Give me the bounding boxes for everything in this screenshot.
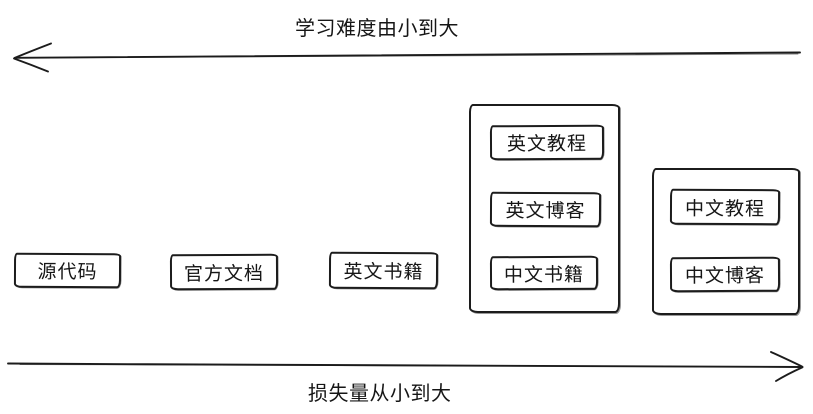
item-label: 英文教程 (506, 133, 588, 156)
group-box-chinese: 中文教程 中文博客 (652, 168, 800, 315)
item-english-tutorial: 英文教程 (489, 124, 605, 161)
arrow-line (39, 53, 799, 59)
item-chinese-blog: 中文博客 (669, 256, 781, 293)
item-chinese-tutorial: 中文教程 (669, 188, 781, 226)
bottom-axis-label: 损失量从小到大 (308, 383, 452, 405)
arrow-line (7, 362, 802, 368)
arrowhead-icon (770, 351, 804, 382)
top-axis-label: 学习难度由小到大 (295, 18, 459, 40)
item-label: 英文博客 (505, 200, 586, 223)
arrowhead-icon (13, 42, 52, 73)
node-english-books: 英文书籍 (328, 251, 439, 290)
top-axis-arrow (13, 42, 801, 73)
node-source-code: 源代码 (13, 252, 122, 289)
item-chinese-books: 中文书籍 (489, 255, 599, 291)
node-label: 官方文档 (183, 263, 265, 285)
node-official-docs: 官方文档 (169, 253, 279, 291)
node-label: 英文书籍 (343, 261, 424, 284)
node-label: 源代码 (37, 261, 98, 284)
group-box-english-chinese-mix: 英文教程 英文博客 中文书籍 (469, 104, 620, 313)
item-label: 中文书籍 (503, 264, 585, 286)
item-label: 中文博客 (684, 265, 766, 288)
item-label: 中文教程 (684, 198, 766, 220)
arrow-line (19, 364, 781, 368)
item-english-blog: 英文博客 (489, 191, 602, 228)
arrow-line (14, 51, 801, 59)
